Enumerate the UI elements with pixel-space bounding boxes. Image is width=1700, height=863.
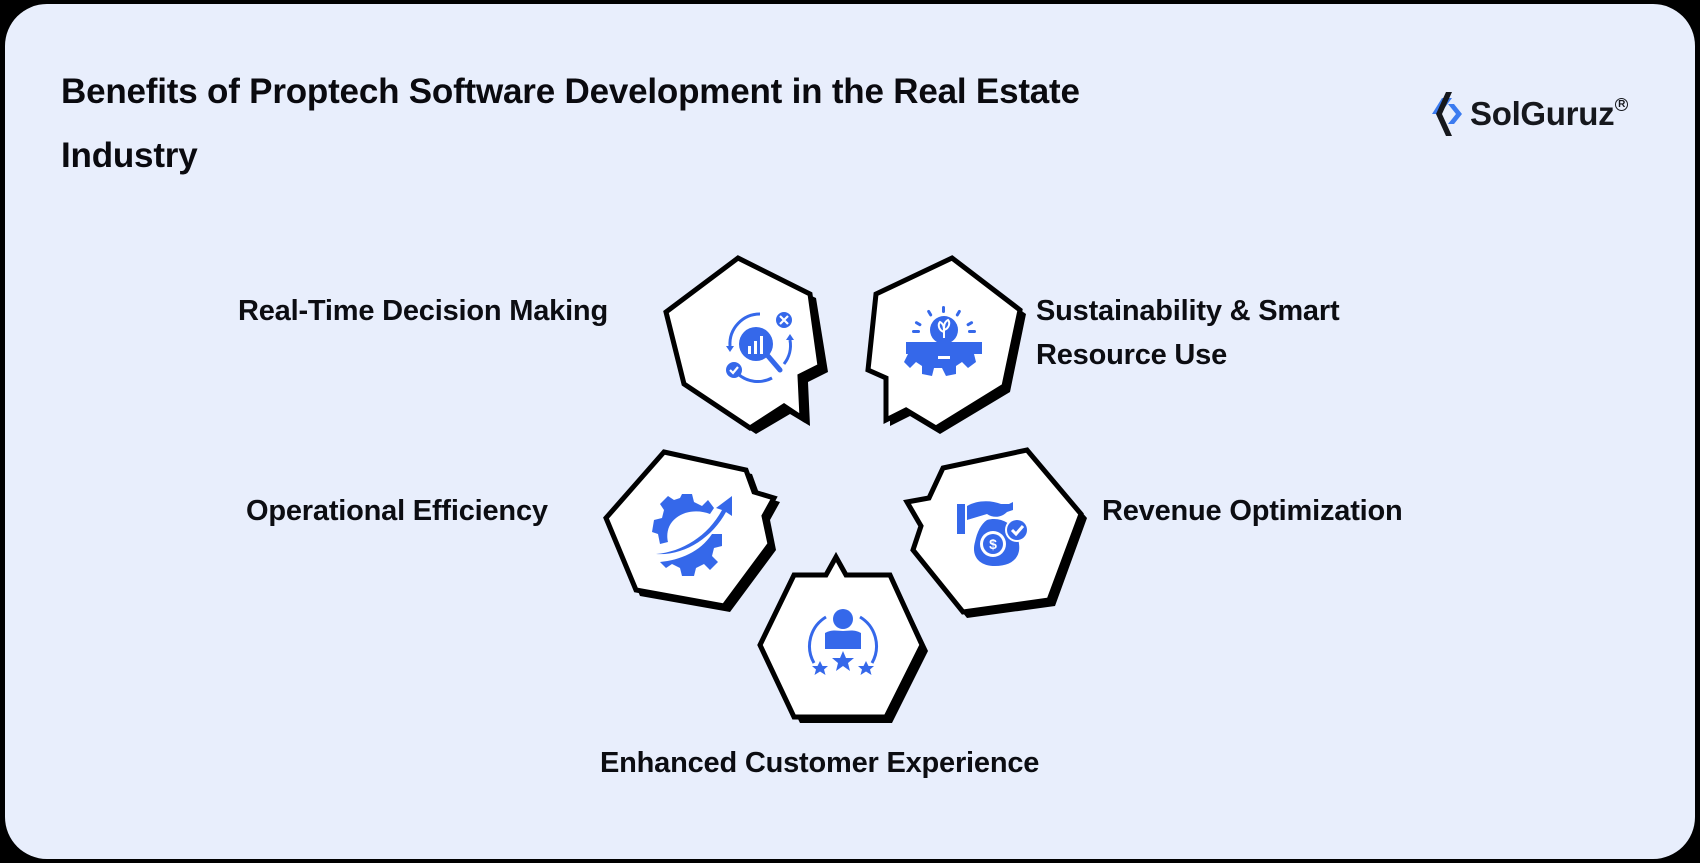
logo-text: SolGuruz [1470,95,1615,132]
benefit-label-operational-efficiency: Operational Efficiency [246,489,548,533]
analytics-magnifier-icon [726,312,794,384]
solguruz-logo-mark-icon [1432,92,1462,136]
customer-rating-icon [808,609,878,675]
bulb-gear-icon [904,306,982,376]
benefit-label-sustainability: Sustainability & Smart Resource Use [1036,289,1340,377]
gear-arrow-icon [652,494,732,576]
benefit-hex-revenue-optimization: $ [903,446,1090,618]
solguruz-logo: SolGuruz R [1428,88,1629,140]
benefit-hex-customer-experience [752,547,932,727]
benefit-hex-sustainability [860,254,1030,434]
hand-money-bag-icon: $ [957,501,1029,566]
infographic-card: Benefits of Proptech Software Developmen… [5,4,1695,859]
benefit-label-customer-experience: Enhanced Customer Experience [600,741,1039,785]
label-text-line-2: Resource Use [1036,339,1228,371]
label-text: Operational Efficiency [246,495,548,527]
label-text: Real-Time Decision Making [238,295,608,327]
benefit-label-revenue-optimization: Revenue Optimization [1102,489,1403,533]
svg-text:$: $ [989,536,997,552]
benefit-hex-operational-efficiency [600,446,780,616]
page-title: Benefits of Proptech Software Developmen… [61,60,1261,188]
label-text: Enhanced Customer Experience [600,747,1040,779]
benefit-label-real-time-decision-making: Real-Time Decision Making [238,289,608,333]
label-text-line-1: Sustainability & Smart [1036,295,1340,327]
benefit-hex-real-time-decision-making [660,254,830,434]
label-text: Revenue Optimization [1102,495,1403,527]
title-line-2: Industry [61,136,198,175]
registered-mark: R [1615,98,1629,111]
title-line-1: Benefits of Proptech Software Developmen… [61,72,1080,111]
